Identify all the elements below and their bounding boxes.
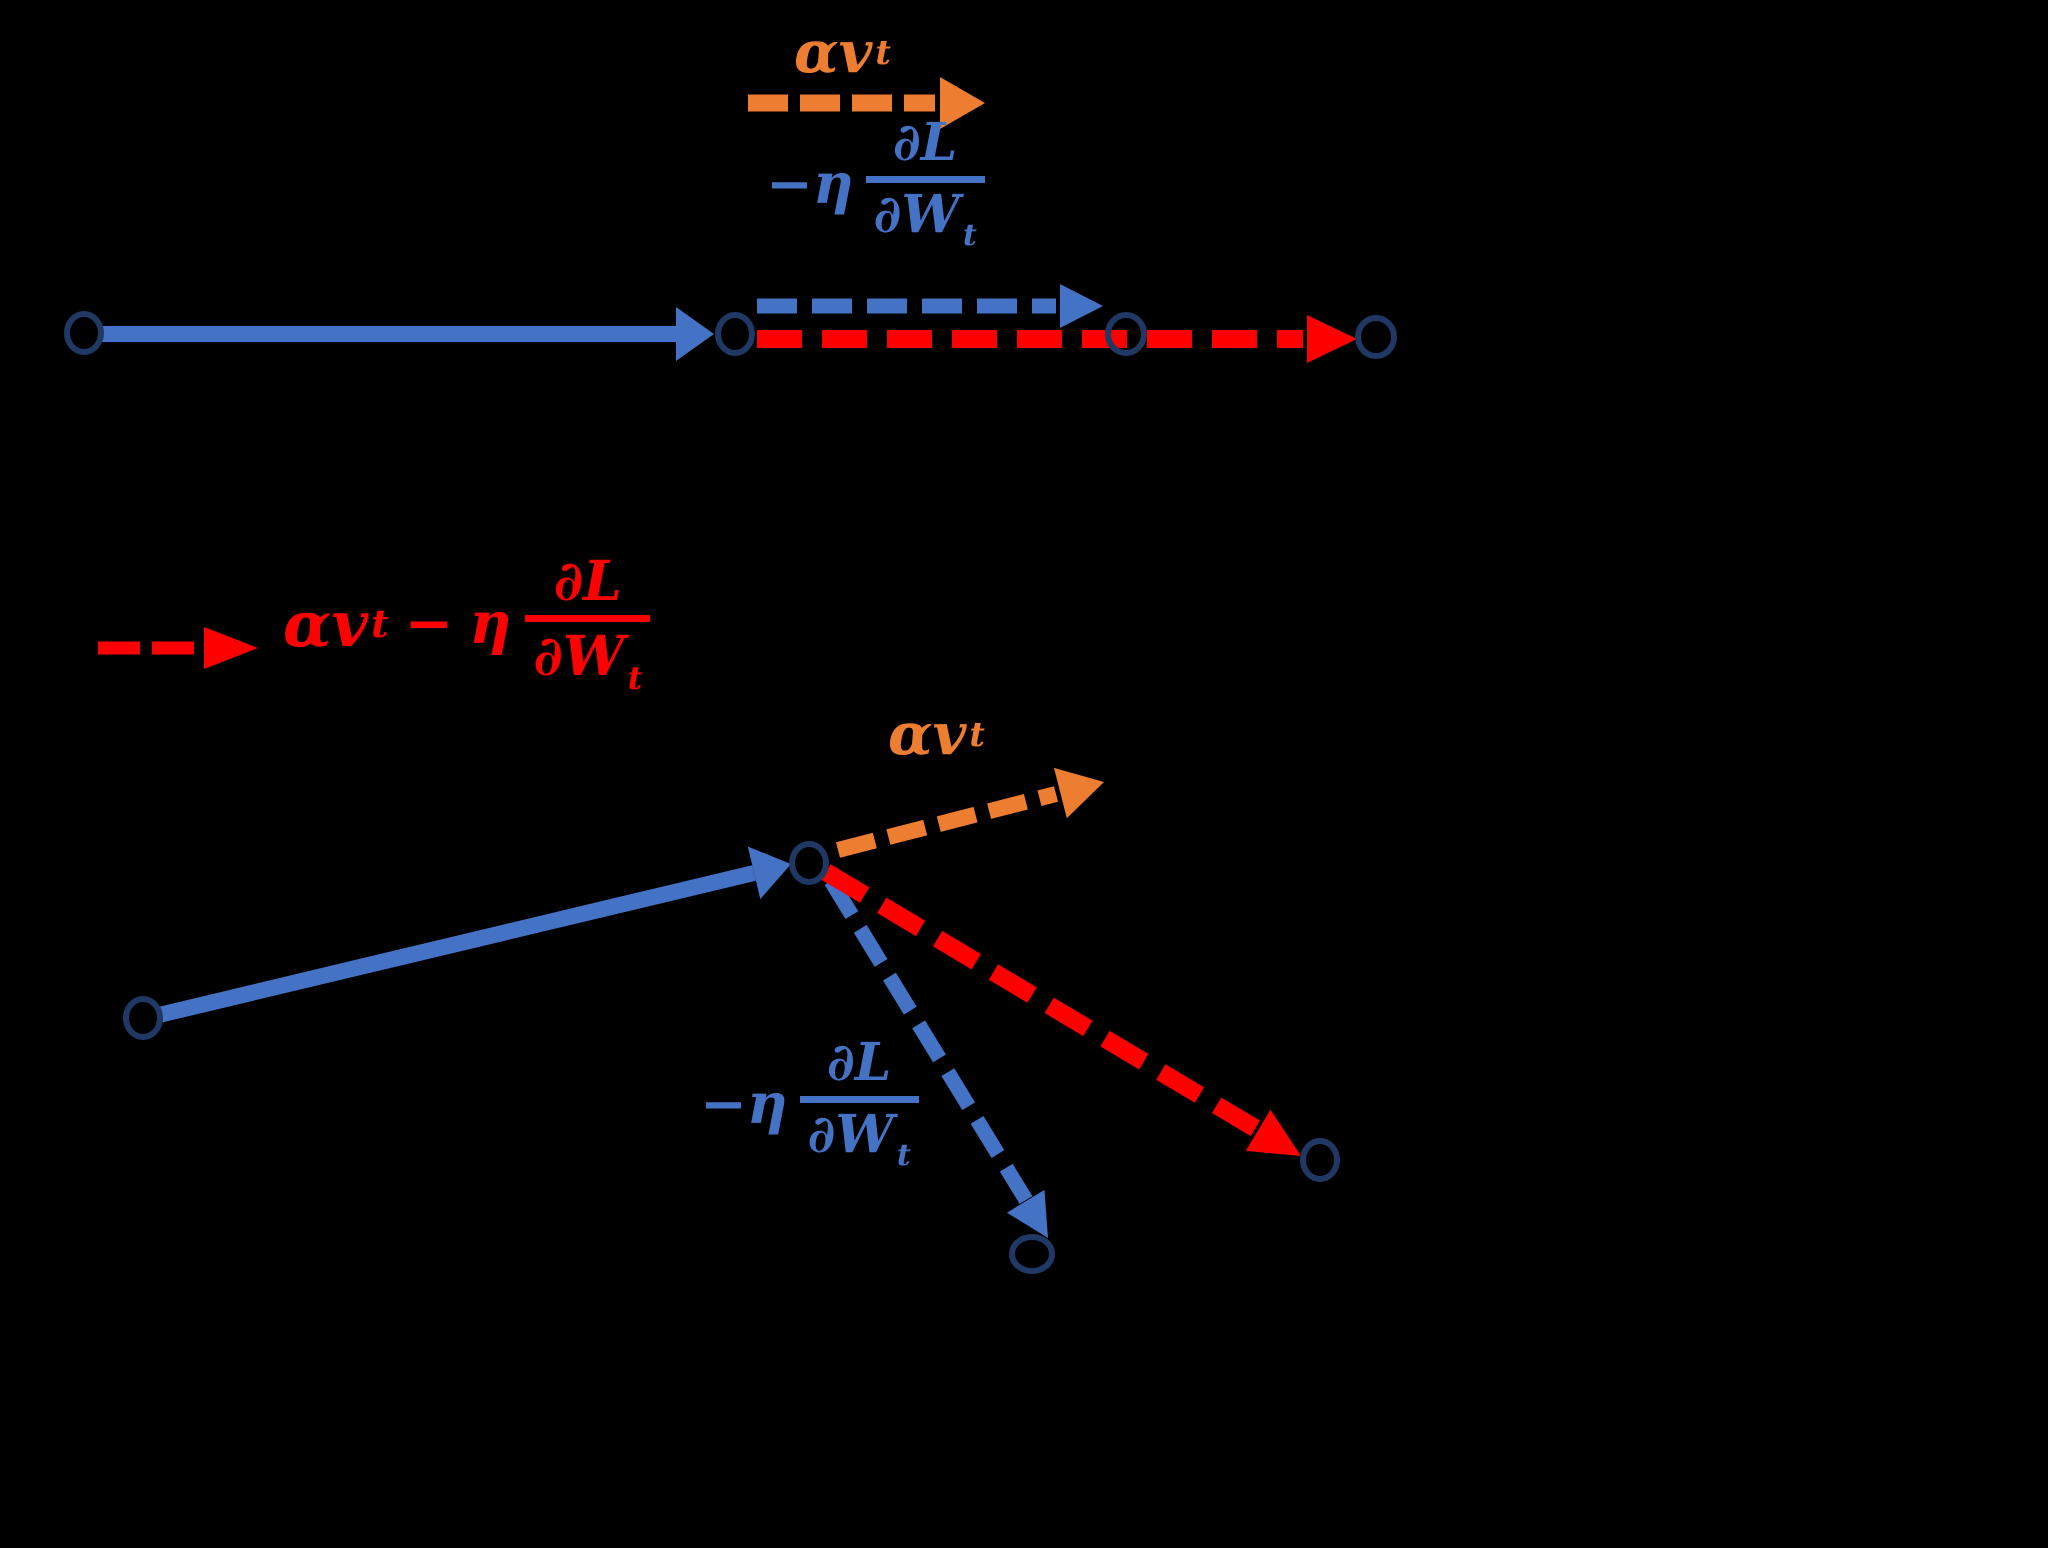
gradient-arrow-bottom-head — [1006, 1189, 1048, 1238]
gradient-arrow-bottom-shaft — [824, 877, 1033, 1204]
legend-momentum-sub: t — [371, 600, 389, 646]
legend-gradient-den-sub: t — [627, 659, 643, 698]
previous-update-arrow-bottom-head — [747, 846, 791, 900]
legend-momentum-base: αv — [283, 586, 369, 661]
gradient-label-bottom: −η ∂L ∂Wt — [700, 1032, 919, 1174]
gradient-label-bottom-fraction: ∂L ∂Wt — [799, 1032, 919, 1174]
gradient-label-top-den-sub: t — [962, 218, 977, 254]
weight-node-top-gradient-step — [1105, 312, 1147, 356]
weight-node-top-new — [1355, 315, 1397, 359]
momentum-label-top-sub: t — [875, 31, 891, 72]
gradient-label-bottom-den-base: ∂W — [807, 1103, 894, 1165]
legend-eta: η — [469, 589, 512, 658]
gradient-arrow-top-head — [1060, 284, 1103, 328]
combined-update-arrow-top-head — [1307, 315, 1357, 363]
weight-node-top-current — [715, 312, 755, 356]
gradient-label-top-den-base: ∂W — [873, 183, 960, 245]
momentum-arrow-bottom-head — [1053, 767, 1104, 819]
legend-gradient-fraction: ∂L ∂Wt — [525, 548, 651, 698]
weight-node-bottom-current — [789, 841, 829, 885]
gradient-label-bottom-coeff: −η — [700, 1070, 788, 1137]
gradient-label-top-coeff: −η — [766, 150, 854, 217]
gradient-label-bottom-numerator: ∂L — [827, 1032, 892, 1093]
momentum-label-top-base: αv — [794, 18, 873, 86]
gradient-label-top: −η ∂L ∂Wt — [766, 112, 985, 254]
previous-update-arrow-top-head — [676, 307, 714, 361]
weight-node-bottom-gradient-step — [1009, 1234, 1055, 1274]
combined-update-arrow-bottom-shaft — [821, 864, 1263, 1138]
weight-node-top-start — [64, 311, 104, 355]
gradient-label-top-numerator: ∂L — [893, 112, 958, 173]
gradient-label-top-fraction: ∂L ∂Wt — [865, 112, 985, 254]
gradient-label-bottom-denominator: ∂Wt — [799, 1095, 919, 1174]
momentum-arrow-top-head — [940, 77, 985, 129]
legend-gradient-denominator: ∂Wt — [525, 614, 651, 698]
gradient-label-bottom-den-sub: t — [896, 1138, 911, 1174]
momentum-label-bottom-sub: t — [969, 713, 985, 754]
momentum-arrow-bottom-shaft — [836, 786, 1058, 858]
combined-update-arrow-bottom-head — [1245, 1109, 1301, 1156]
legend-gradient-den-base: ∂W — [533, 622, 625, 688]
legend-update-arrow-head — [204, 627, 258, 669]
weight-node-bottom-combined — [1300, 1138, 1340, 1182]
legend-gradient-numerator: ∂L — [553, 548, 622, 613]
legend-minus-sign: − — [404, 589, 454, 658]
gradient-label-top-denominator: ∂Wt — [865, 175, 985, 254]
weight-node-bottom-start — [123, 996, 163, 1040]
previous-update-arrow-bottom-shaft — [157, 865, 756, 1023]
momentum-label-bottom-base: αv — [888, 700, 967, 768]
